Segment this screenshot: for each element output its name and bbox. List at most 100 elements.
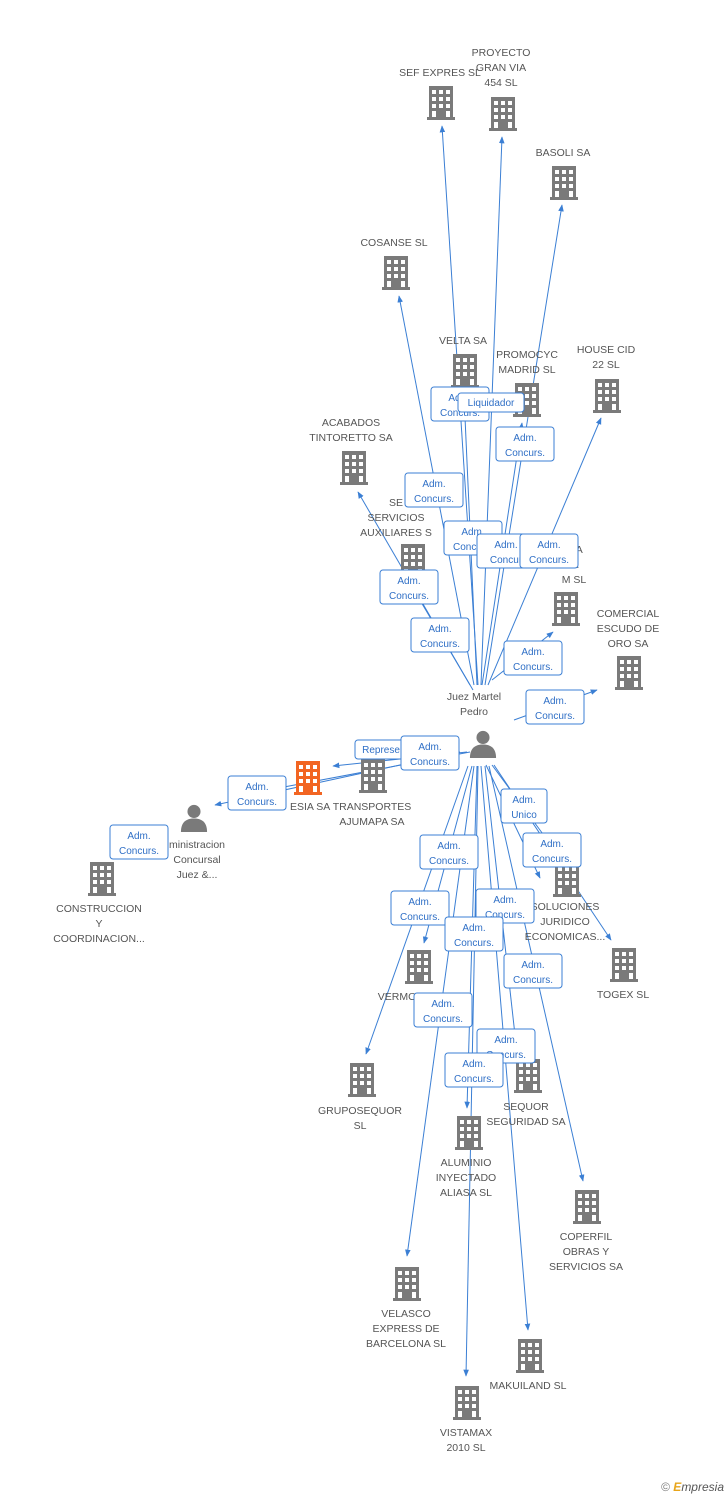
brand-logo[interactable]: Empresia: [673, 1480, 724, 1494]
node-label-servicios-2: SERVICIOS: [368, 512, 425, 524]
relation-text: Concurs.: [454, 1074, 494, 1085]
relation-label-14[interactable]: Adm.Concurs.: [227, 775, 287, 811]
building-icon: [615, 656, 643, 690]
relation-text: Adm.: [437, 841, 460, 852]
relation-label-7[interactable]: Adm.Concurs.: [519, 533, 579, 569]
relation-label-20[interactable]: Adm.Concurs.: [475, 888, 535, 924]
node-sef[interactable]: SEF EXPRES SL: [399, 67, 481, 120]
relation-text: Liquidador: [468, 398, 515, 409]
brand-name: mpresia: [681, 1480, 724, 1494]
relation-text: Adm.: [461, 527, 484, 538]
node-label-comercial-3: ORO SA: [608, 638, 649, 650]
node-label-soluciones-3: ECONOMICAS...: [525, 931, 606, 943]
relation-text: Adm.: [493, 895, 516, 906]
relation-box: [419, 834, 479, 870]
relation-text: Adm.: [462, 923, 485, 934]
relation-label-18[interactable]: Adm.Concurs.: [419, 834, 479, 870]
node-soluciones[interactable]: SOLUCIONESJURIDICOECONOMICAS...: [525, 863, 606, 943]
relation-label-16[interactable]: Adm.Unico: [500, 788, 548, 824]
relation-label-21[interactable]: Adm.Concurs.: [444, 916, 504, 952]
node-label-admin-2: Concursal: [173, 854, 220, 866]
node-esia[interactable]: ESIA SA: [290, 761, 330, 813]
relation-label-19[interactable]: Adm.Concurs.: [390, 890, 450, 926]
relation-label-22[interactable]: Adm.Concurs.: [503, 953, 563, 989]
node-vermo[interactable]: VERMO: [378, 950, 433, 1003]
relation-label-15[interactable]: Adm.Concurs.: [109, 824, 169, 860]
building-icon: [593, 379, 621, 413]
node-label-aluminio-3: ALIASA SL: [440, 1187, 492, 1199]
relation-label-23[interactable]: Adm.Concurs.: [413, 992, 473, 1028]
node-velta[interactable]: VELTA SA: [439, 335, 487, 388]
node-label-velasco-1: VELASCO: [381, 1308, 431, 1320]
relation-label-11[interactable]: Adm.Concurs.: [525, 689, 585, 725]
building-icon: [393, 1267, 421, 1301]
relation-label-12[interactable]: Represe: [354, 739, 408, 760]
relation-text: Concurs.: [400, 912, 440, 923]
relation-box: [519, 533, 579, 569]
copyright-symbol: ©: [661, 1480, 670, 1494]
node-label-servicios-3: AUXILIARES S: [360, 527, 432, 539]
relation-box: [457, 392, 525, 413]
building-icon: [489, 97, 517, 131]
relation-text: Concurs.: [440, 408, 480, 419]
building-icon: [427, 86, 455, 120]
node-makuiland[interactable]: MAKUILAND SL: [489, 1339, 567, 1392]
relation-text: Concurs.: [532, 854, 572, 865]
relation-labels: Adm.Concurs.LiquidadorAdm.Concurs.Adm.Co…: [109, 386, 585, 1088]
relation-label-2[interactable]: Liquidador: [457, 392, 525, 413]
node-construccion[interactable]: CONSTRUCCIONYCOORDINACION...: [53, 862, 145, 945]
node-label-basoli-1: BASOLI SA: [536, 147, 591, 159]
relation-box: [109, 824, 169, 860]
relation-text: Adm.: [431, 999, 454, 1010]
relation-label-10[interactable]: Adm.Concurs.: [503, 640, 563, 676]
node-label-proyecto-3: 454 SL: [484, 77, 517, 89]
node-label-velasco-2: EXPRESS DE: [372, 1323, 439, 1335]
node-label-aluminio-2: INYECTADO: [436, 1172, 496, 1184]
relation-label-4[interactable]: Adm.Concurs.: [404, 472, 464, 508]
relation-label-9[interactable]: Adm.Concurs.: [410, 617, 470, 653]
relation-text: Concurs.: [486, 1050, 526, 1061]
relation-label-25[interactable]: Adm.Concurs.: [444, 1052, 504, 1088]
relation-label-13[interactable]: Adm.Concurs.: [400, 735, 460, 771]
building-icon: [359, 759, 387, 793]
relation-text: Concurs.: [389, 591, 429, 602]
node-label-acabados-2: TINTORETTO SA: [309, 432, 393, 444]
node-label-gruposequor-2: SL: [354, 1120, 367, 1132]
node-label-comercial-1: COMERCIAL: [597, 608, 660, 620]
node-basoli[interactable]: BASOLI SA: [536, 147, 591, 200]
relation-label-17[interactable]: Adm.Concurs.: [522, 832, 582, 868]
building-icon: [451, 354, 479, 388]
node-cosanse[interactable]: COSANSE SL: [360, 237, 428, 290]
node-label-esia-1: ESIA SA: [290, 801, 330, 813]
relation-text: Concurs.: [513, 662, 553, 673]
node-togex[interactable]: TOGEX SL: [597, 948, 649, 1001]
relation-box: [379, 569, 439, 605]
relation-text: Adm.: [543, 696, 566, 707]
relation-text: Adm.: [428, 624, 451, 635]
relation-label-3[interactable]: Adm.Concurs.: [495, 426, 555, 462]
relation-label-8[interactable]: Adm.Concurs.: [379, 569, 439, 605]
node-label-housecid-1: HOUSE CID: [577, 344, 636, 356]
person-icon: [180, 804, 208, 832]
node-label-togex-1: TOGEX SL: [597, 989, 649, 1001]
node-label-admin-1: ministracion: [169, 839, 225, 851]
relation-box: [410, 617, 470, 653]
relation-box: [227, 775, 287, 811]
